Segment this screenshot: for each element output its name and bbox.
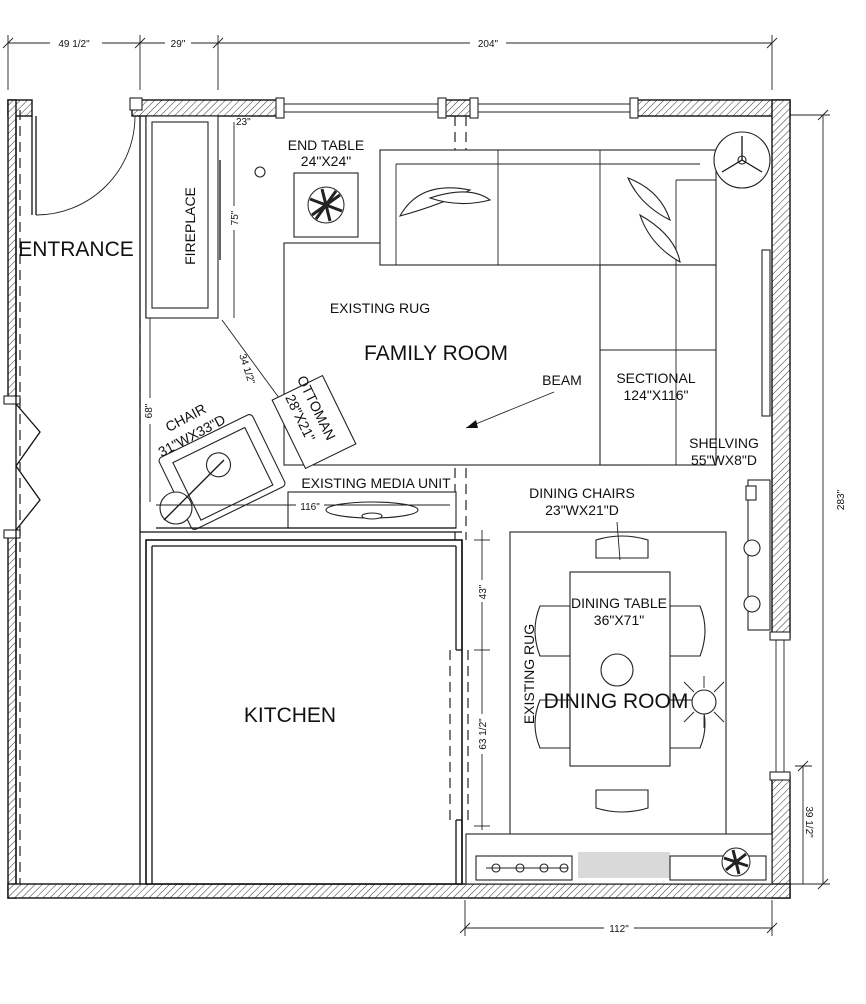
dining-wall-dims: [474, 530, 490, 830]
interior-walls: [15, 116, 463, 885]
shelving: [743, 249, 771, 631]
end-table-size: 24"X24": [301, 153, 351, 169]
family-room-label: FAMILY ROOM: [364, 342, 508, 365]
sectional-size: 124"X116": [624, 387, 689, 403]
end-table: [293, 172, 359, 238]
entrance-door: [31, 97, 143, 216]
dim-wall-43: 43": [478, 584, 489, 599]
dim-fireplace-gap: 23": [236, 117, 251, 128]
family-rug-label: EXISTING RUG: [330, 300, 430, 316]
top-dimension-lines: [2, 35, 778, 90]
corner-fan: [713, 131, 771, 189]
dining-counter: [465, 833, 773, 885]
dining-chairs-size: 23"WX21"D: [545, 502, 619, 518]
table-centerpiece: [600, 653, 634, 687]
dim-top-mid: 29": [171, 39, 186, 50]
ottoman: [271, 374, 357, 470]
entrance-label: ENTRANCE: [18, 238, 134, 261]
dim-left-wall: 68": [144, 403, 155, 418]
dim-media-width: 116": [300, 502, 320, 513]
sectional-sofa: [379, 149, 717, 466]
end-table-label: END TABLE: [288, 137, 365, 153]
dim-wall-63: 63 1/2": [478, 718, 489, 750]
dim-fireplace-len: 75": [230, 210, 241, 225]
shelving-size: 55"WX8"D: [691, 452, 757, 468]
dim-right-total: 283": [836, 489, 847, 510]
shelving-label: SHELVING: [689, 435, 759, 451]
dining-chairs: [534, 535, 706, 813]
dim-top-left: 49 1/2": [58, 39, 90, 50]
sectional-label: SECTIONAL: [616, 370, 696, 386]
dim-diag: 34 1/2": [236, 353, 256, 387]
top-windows: [275, 97, 639, 119]
pendant-light: [683, 676, 725, 728]
fireplace-label: FIREPLACE: [182, 187, 198, 265]
beam-label: BEAM: [542, 372, 582, 388]
dim-bottom: 112": [609, 924, 629, 935]
dining-table-label: DINING TABLE: [571, 595, 667, 611]
fireplace: [145, 115, 221, 319]
kitchen-label: KITCHEN: [244, 704, 336, 727]
dining-chairs-label: DINING CHAIRS: [529, 485, 635, 501]
media-unit-label: EXISTING MEDIA UNIT: [301, 475, 451, 491]
media-unit: [156, 491, 457, 529]
dining-room-label: DINING ROOM: [544, 690, 689, 713]
dining-rug-label: EXISTING RUG: [521, 624, 537, 724]
right-window: [769, 631, 791, 781]
side-door: [3, 395, 41, 539]
right-dimension-lines: [790, 109, 830, 890]
dining-table-size: 36"X71": [594, 612, 644, 628]
dim-top-right: 204": [478, 39, 499, 50]
exterior-walls: [7, 99, 791, 899]
dim-window-height: 39 1/2": [803, 806, 814, 838]
